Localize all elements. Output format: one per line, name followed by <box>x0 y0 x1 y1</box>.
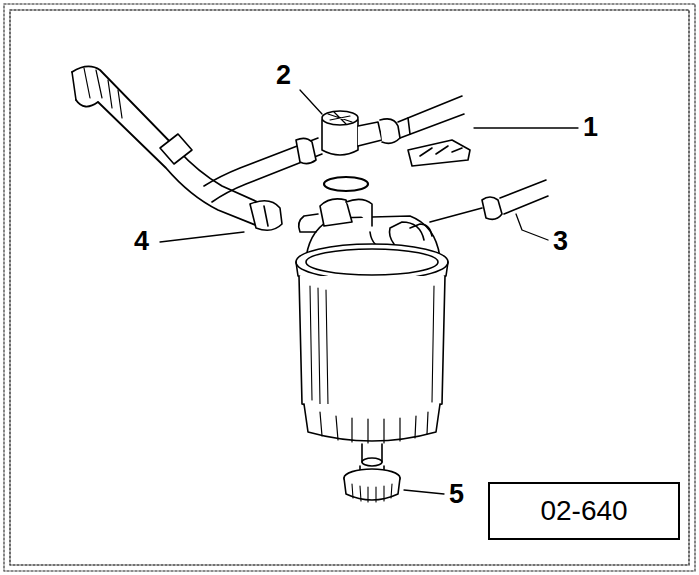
callout-number: 5 <box>449 481 464 508</box>
figure-number-box: 02-640 <box>488 482 680 540</box>
callout-number: 4 <box>134 228 149 255</box>
callout-number: 3 <box>553 228 568 255</box>
callout-number: 1 <box>583 114 598 141</box>
figure-number: 02-640 <box>540 495 627 527</box>
callout-number: 2 <box>276 62 291 89</box>
